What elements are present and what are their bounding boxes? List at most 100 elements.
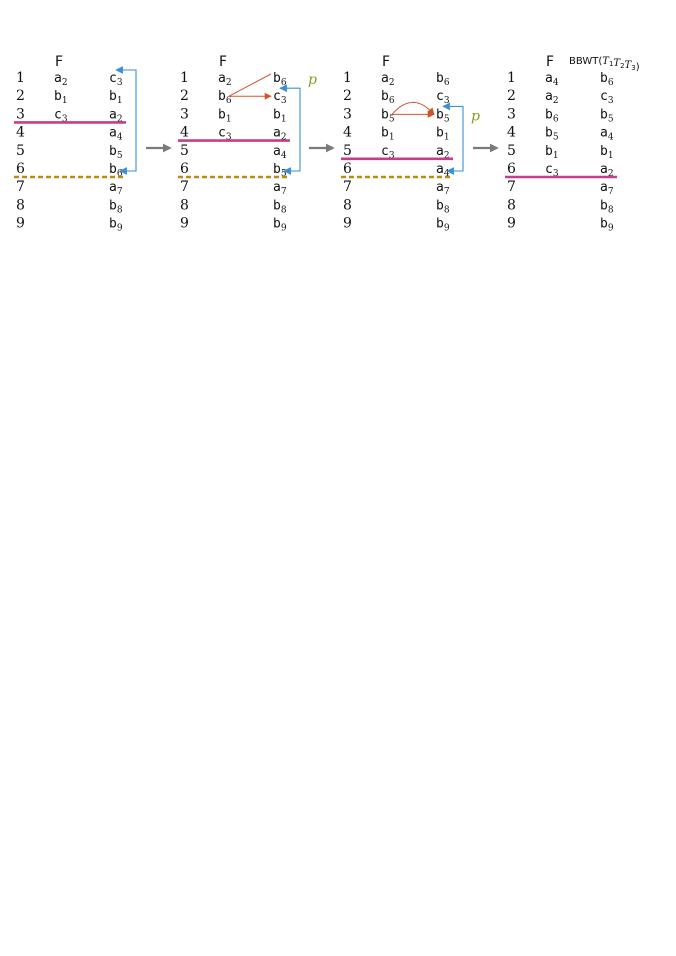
row-number: 8 <box>507 197 516 213</box>
row-number: 4 <box>343 125 352 141</box>
row-number: 1 <box>16 70 25 86</box>
f-column-cell: a2 <box>218 71 232 88</box>
row-number: 6 <box>16 161 25 177</box>
blue-move-arrow <box>115 66 137 172</box>
row-number: 3 <box>507 106 516 122</box>
last-column-cell: a2 <box>436 144 450 161</box>
last-column-cell: a4 <box>273 144 287 161</box>
last-column-cell: b5 <box>109 144 123 161</box>
row-number: 9 <box>16 216 25 232</box>
f-column-cell: c3 <box>218 126 232 143</box>
row-number: 2 <box>343 88 352 104</box>
last-column-cell: b9 <box>273 217 287 234</box>
blue-move-arrow <box>279 84 301 172</box>
last-column-cell: c3 <box>436 89 450 106</box>
orange-link-arrow <box>391 101 435 115</box>
f-column-cell: b1 <box>381 126 395 143</box>
row-number: 4 <box>507 125 516 141</box>
bbwt-column-title: BBWT(T1T2T3) <box>569 56 640 73</box>
row-number: 2 <box>16 88 25 104</box>
row-number: 4 <box>180 125 189 141</box>
last-column-cell: a4 <box>600 126 614 143</box>
f-column-header: F <box>55 54 63 70</box>
last-column-cell: c3 <box>109 71 123 88</box>
last-column-cell: b5 <box>600 107 614 124</box>
row-number: 6 <box>343 161 352 177</box>
f-column-cell: b1 <box>218 107 232 124</box>
row-number: 9 <box>507 216 516 232</box>
last-column-cell: b8 <box>273 198 287 215</box>
last-column-cell: c3 <box>273 89 287 106</box>
p-label: p <box>471 108 480 124</box>
f-column-cell: a2 <box>545 89 559 106</box>
row-number: 4 <box>16 125 25 141</box>
orange-link-arrow <box>228 73 272 97</box>
row-number: 5 <box>343 143 352 159</box>
row-number: 8 <box>180 197 189 213</box>
f-column-header: F <box>219 54 227 70</box>
last-column-cell: b1 <box>273 107 287 124</box>
last-column-cell: b6 <box>600 71 614 88</box>
f-column-cell: c3 <box>545 162 559 179</box>
f-column-cell: b5 <box>545 126 559 143</box>
last-column-cell: b9 <box>436 217 450 234</box>
row-number: 9 <box>343 216 352 232</box>
last-column-cell: a7 <box>109 180 123 197</box>
row-number: 7 <box>16 179 25 195</box>
f-column-cell: c3 <box>54 107 68 124</box>
last-column-cell: c3 <box>600 89 614 106</box>
last-column-cell: b5 <box>436 107 450 124</box>
f-column-cell: b6 <box>381 89 395 106</box>
last-column-cell: b8 <box>436 198 450 215</box>
row-number: 3 <box>16 106 25 122</box>
row-number: 2 <box>507 88 516 104</box>
last-column-cell: b1 <box>436 126 450 143</box>
row-number: 1 <box>507 70 516 86</box>
f-column-cell: b6 <box>545 107 559 124</box>
row-number: 8 <box>16 197 25 213</box>
last-column-cell: b6 <box>273 71 287 88</box>
last-column-cell: a2 <box>109 107 123 124</box>
row-number: 1 <box>180 70 189 86</box>
row-number: 1 <box>343 70 352 86</box>
last-column-cell: b6 <box>436 71 450 88</box>
last-column-cell: b9 <box>109 217 123 234</box>
f-column-header: F <box>382 54 390 70</box>
f-column-header: F <box>546 54 554 70</box>
f-column-cell: c3 <box>381 144 395 161</box>
row-number: 5 <box>180 143 189 159</box>
last-column-cell: a4 <box>109 126 123 143</box>
last-column-cell: a2 <box>273 126 287 143</box>
last-column-cell: b1 <box>600 144 614 161</box>
f-column-cell: b1 <box>54 89 68 106</box>
row-number: 9 <box>180 216 189 232</box>
panel-4: F BBWT(T1T2T3) 1 a4 b6 2 a2 c3 3 b6 b5 4 b5 a4 5 b1 b1 6 c… <box>505 54 640 234</box>
f-column-cell: b5 <box>381 107 395 124</box>
row-number: 5 <box>16 143 25 159</box>
row-number: 3 <box>343 106 352 122</box>
f-column-cell: a2 <box>381 71 395 88</box>
row-number: 6 <box>180 161 189 177</box>
last-column-cell: b9 <box>600 217 614 234</box>
f-column-cell: a2 <box>54 71 68 88</box>
row-number: 6 <box>507 161 516 177</box>
last-column-cell: a7 <box>600 180 614 197</box>
row-number: 5 <box>507 143 516 159</box>
row-number: 7 <box>343 179 352 195</box>
last-column-cell: b8 <box>109 198 123 215</box>
row-number: 7 <box>180 179 189 195</box>
last-column-cell: b1 <box>109 89 123 106</box>
row-number: 3 <box>180 106 189 122</box>
f-column-cell: b1 <box>545 144 559 161</box>
last-column-cell: a2 <box>600 162 614 179</box>
row-number: 7 <box>507 179 516 195</box>
p-label: p <box>308 72 317 88</box>
f-column-cell: b6 <box>218 89 232 106</box>
last-column-cell: b8 <box>600 198 614 215</box>
blue-move-arrow <box>442 102 464 172</box>
last-column-cell: a7 <box>273 180 287 197</box>
f-column-cell: a4 <box>545 71 559 88</box>
